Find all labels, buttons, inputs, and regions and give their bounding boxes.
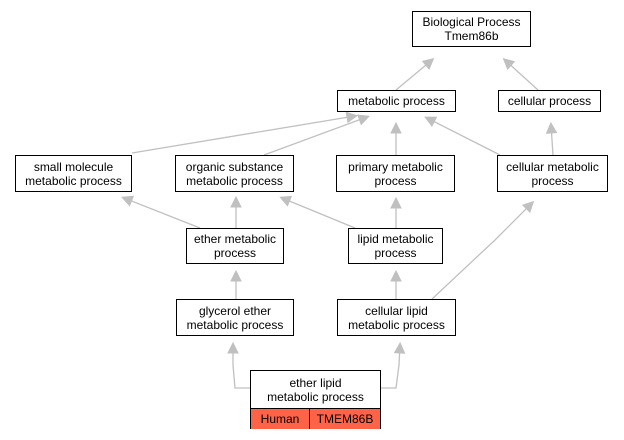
node-label: metabolic process	[267, 389, 364, 404]
edge-cellular_metabolic-to-cellular	[545, 121, 558, 156]
node-label: Biological Process	[422, 15, 521, 29]
arrowhead	[230, 269, 242, 282]
arrowhead	[227, 341, 239, 354]
node-label: primary metabolic	[348, 159, 443, 174]
edge-cellular_metabolic-to-metabolic	[424, 116, 501, 156]
leaf-title: ether lipid metabolic process	[251, 371, 380, 408]
node-label: cellular process	[507, 94, 592, 108]
node-cellular-metabolic-process[interactable]: cellular metabolic process	[497, 155, 608, 192]
node-label: metabolic process	[348, 317, 445, 332]
node-label: ether metabolic	[193, 232, 277, 246]
arrowhead	[230, 195, 242, 208]
gene-tag[interactable]: TMEM86B	[310, 409, 380, 429]
arrowhead	[390, 269, 402, 282]
edge-ether_metabolic-to-organic_substance	[230, 195, 242, 228]
edge-glycerol_ether-to-ether_metabolic	[230, 269, 242, 299]
node-label: metabolic process	[186, 317, 284, 332]
arrowhead	[545, 121, 558, 134]
edge-small_molecule-to-metabolic	[131, 111, 359, 154]
arrowhead	[121, 195, 135, 207]
node-lipid-metabolic-process[interactable]: lipid metabolic process	[348, 228, 443, 264]
edge-organic_substance-to-metabolic	[263, 114, 370, 156]
node-label: cellular metabolic	[506, 159, 599, 174]
edge-ether_lipid-to-glycerol_ether	[227, 341, 250, 389]
node-glycerol-ether-metabolic-process[interactable]: glycerol ether metabolic process	[176, 299, 294, 336]
node-cellular-lipid-metabolic-process[interactable]: cellular lipid metabolic process	[337, 299, 456, 336]
node-metabolic-process[interactable]: metabolic process	[337, 90, 456, 112]
arrowhead	[390, 121, 402, 134]
edge-cellular-to-root	[502, 57, 539, 91]
edge-cellular_lipid-to-lipid_metabolic	[390, 269, 402, 299]
node-label: small molecule	[33, 159, 114, 174]
node-label: metabolic process	[25, 173, 122, 188]
edge-lipid_metabolic-to-organic_substance	[279, 195, 356, 229]
arrowhead	[393, 341, 406, 354]
node-biological-process[interactable]: Biological Process Tmem86b	[412, 11, 531, 47]
node-small-molecule-metabolic-process[interactable]: small molecule metabolic process	[15, 155, 132, 192]
annotation-row: Human TMEM86B	[251, 408, 380, 429]
edge-lipid_metabolic-to-primary_metabolic	[390, 196, 402, 228]
node-label: metabolic process	[186, 173, 283, 188]
arrowhead	[421, 57, 435, 70]
arrowhead	[390, 196, 402, 209]
arrowhead	[279, 195, 293, 207]
edge-metabolic-to-root	[395, 57, 435, 91]
node-primary-metabolic-process[interactable]: primary metabolic process	[336, 155, 455, 192]
arrowhead	[521, 200, 535, 214]
node-label: Tmem86b	[444, 29, 499, 43]
node-label: metabolic process	[348, 94, 445, 108]
edge-ether_lipid-to-cellular_lipid	[381, 341, 406, 389]
edge-cellular_lipid-to-cellular_metabolic	[431, 200, 535, 300]
node-label: lipid metabolic	[357, 232, 434, 246]
node-ether-lipid-metabolic-process[interactable]: ether lipid metabolic process Human TMEM…	[250, 370, 381, 429]
arrowhead	[357, 114, 370, 126]
arrowhead	[345, 111, 359, 124]
arrowhead	[502, 57, 516, 71]
node-cellular-process[interactable]: cellular process	[498, 90, 601, 112]
arrowhead	[424, 116, 438, 128]
node-ether-metabolic-process[interactable]: ether metabolic process	[186, 228, 284, 264]
edge-ether_metabolic-to-small_molecule	[121, 195, 201, 229]
node-label: organic substance	[185, 159, 284, 174]
node-label: process	[213, 246, 257, 260]
node-organic-substance-metabolic-process[interactable]: organic substance metabolic process	[175, 155, 294, 192]
edge-primary_metabolic-to-metabolic	[390, 121, 402, 155]
node-label: ether lipid	[289, 375, 342, 390]
node-label: cellular lipid	[365, 303, 428, 318]
species-tag[interactable]: Human	[251, 409, 310, 429]
node-label: glycerol ether	[198, 303, 272, 318]
node-label: process	[531, 173, 574, 188]
node-label: process	[374, 173, 417, 188]
node-label: process	[374, 246, 417, 260]
